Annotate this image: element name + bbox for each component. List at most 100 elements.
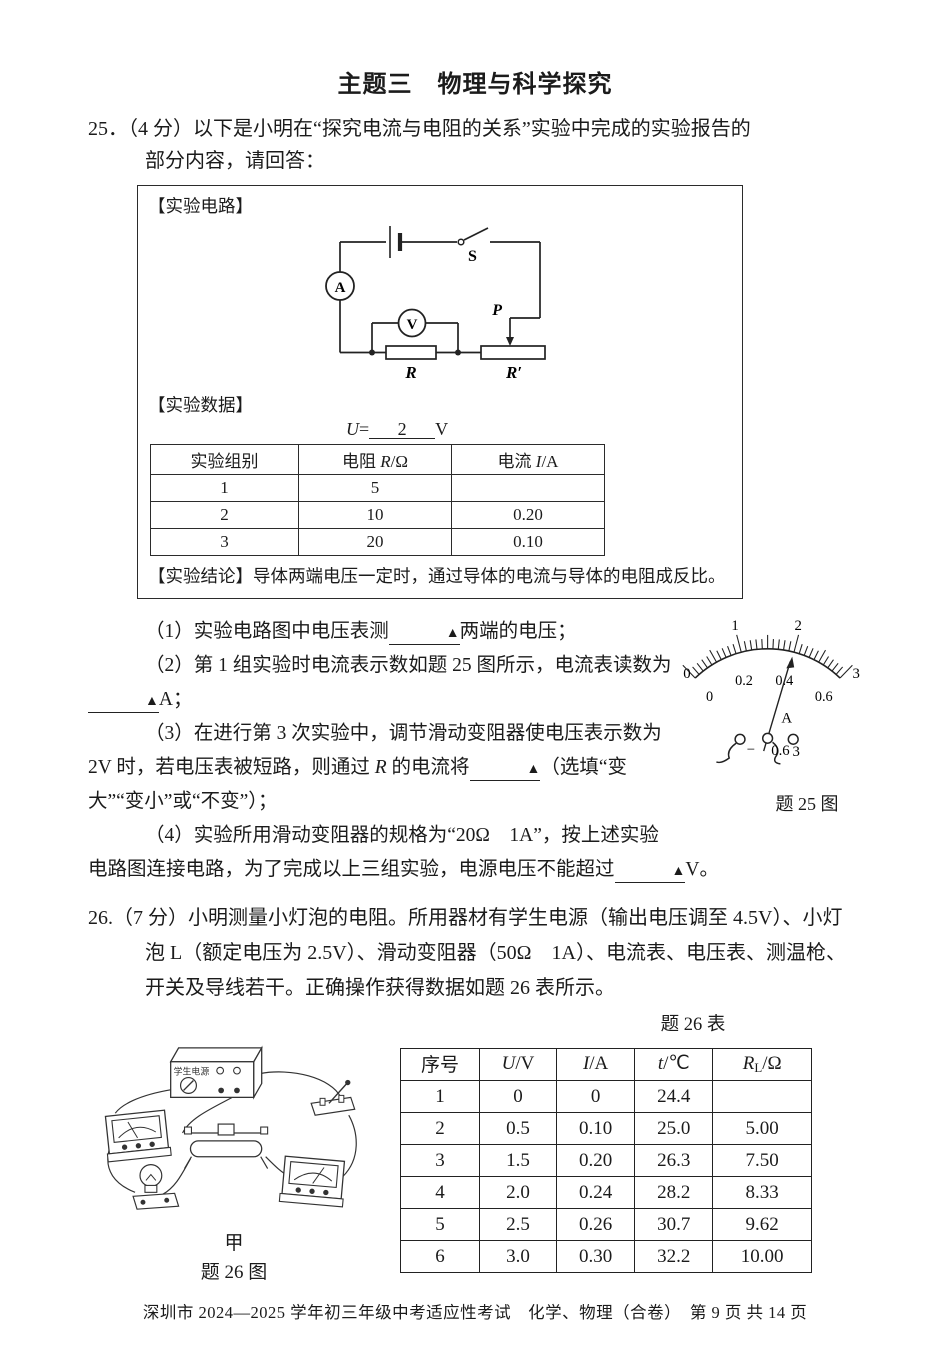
inner-scale-06: 0.6 [815, 689, 833, 705]
table-row: 5 2.5 0.26 30.7 9.62 [400, 1208, 812, 1241]
answer-blank: ▲ [88, 692, 159, 713]
equals-sign: = [359, 419, 370, 439]
cell: 3 [150, 528, 299, 556]
cell: 32.2 [634, 1240, 714, 1273]
voltmeter-icon: V [397, 308, 427, 338]
cell: 8.33 [712, 1176, 812, 1209]
cell: 20 [298, 528, 452, 556]
answer-blank: ▲ [469, 760, 541, 781]
left-meter [104, 1109, 172, 1163]
voltage-blank: 2 [369, 420, 436, 439]
dial-arc [694, 648, 841, 679]
outer-scale-0: 0 [683, 666, 690, 682]
terminals [716, 732, 799, 765]
inner-scale-0: 0 [706, 689, 713, 705]
cell: 0 [556, 1080, 636, 1113]
dial-ticks [682, 634, 853, 679]
cell: 7.50 [712, 1144, 812, 1177]
question-26-text: 26.（7 分）小明测量小灯泡的电阻。所用器材有学生电源（输出电压调至 4.5V… [88, 907, 846, 999]
resistor-label: R [404, 363, 416, 382]
cell: 2 [400, 1112, 480, 1145]
circuit-wires [339, 241, 541, 354]
ammeter-dial-figure: 0 1 2 3 0 0.2 0.4 0.6 A [678, 615, 936, 821]
circuit-diagram: A V S [188, 220, 732, 393]
figure-25-caption: 题 25 图 [775, 794, 839, 814]
resistor-icon [385, 345, 437, 360]
experiment-data-table: 实验组别 电阻 R/Ω 电流 I/A 1 5 2 10 0.20 3 20 [150, 444, 605, 556]
col-header: U/V [478, 1048, 558, 1081]
circuit-section-label: 【实验电路】 [148, 196, 253, 216]
cell: 9.62 [712, 1208, 812, 1241]
cell: 0.26 [556, 1208, 636, 1241]
part-3: （3）在进行第 3 次实验中，调节滑动变阻器使电压表示数为 2V 时，若电压表被… [88, 723, 662, 812]
cell: 4 [400, 1176, 480, 1209]
cell: 10.00 [712, 1240, 812, 1273]
question-25-intro: 25．（4 分）以下是小明在“探究电流与电阻的关系”实验中完成的实验报告的 部分… [88, 113, 862, 177]
cell: 5 [400, 1208, 480, 1241]
table-header-row: 序号 U/V I/A t/℃ RL/Ω [400, 1048, 812, 1081]
circuit-diagram-svg: A V S [325, 226, 546, 382]
question-26-figure-row: 学生电源 [88, 1038, 862, 1287]
figure-26-caption: 题 26 图 [200, 1262, 268, 1283]
power-supply-label: 学生电源 [174, 1066, 210, 1077]
apparatus-figure: 学生电源 [88, 1038, 380, 1287]
table-row: 1 0 0 24.4 [400, 1080, 812, 1113]
table-row: 1 5 [150, 474, 605, 502]
part-1: （1）实验电路图中电压表测▲两端的电压； [88, 615, 862, 649]
page-footer: 深圳市 2024—2025 学年初三年级中考适应性考试 化学、物理（合卷） 第 … [142, 1303, 808, 1322]
resistor-symbol: R [374, 757, 387, 778]
cell [712, 1080, 812, 1113]
terminal-06-label: 0.6 [771, 743, 789, 759]
q25-intro-line2: 部分内容，请回答： [145, 150, 325, 172]
battery-icon [389, 226, 403, 258]
rheostat [183, 1123, 269, 1169]
cell: 0.24 [556, 1176, 636, 1209]
table-header-row: 实验组别 电阻 R/Ω 电流 I/A [150, 444, 605, 475]
terminal-3-label: 3 [792, 744, 799, 760]
cell: 1 [150, 474, 299, 502]
data-section-label: 【实验数据】 [148, 395, 253, 415]
cell: 0 [478, 1080, 558, 1113]
right-meter [278, 1155, 346, 1208]
terminal-minus-label: − [747, 742, 755, 758]
cell: 3.0 [478, 1240, 558, 1273]
cell: 1.5 [478, 1144, 558, 1177]
question-25-parts: 0 1 2 3 0 0.2 0.4 0.6 A [88, 615, 862, 887]
col-header: 序号 [400, 1048, 480, 1081]
switch-label: S [468, 248, 477, 265]
voltage-symbol: U [346, 419, 359, 439]
rheostat-label: R′ [505, 363, 522, 382]
cell: 5.00 [712, 1112, 812, 1145]
cell: 0.20 [451, 501, 605, 529]
cell: 6 [400, 1240, 480, 1273]
cell: 28.2 [634, 1176, 714, 1209]
table-row: 2 10 0.20 [150, 501, 605, 529]
cell: 0.10 [556, 1112, 636, 1145]
q25-intro-line1: 25．（4 分）以下是小明在“探究电流与电阻的关系”实验中完成的实验报告的 [88, 118, 751, 140]
measurement-table: 序号 U/V I/A t/℃ RL/Ω 1 0 0 24.4 2 0.5 0.1… [400, 1048, 812, 1273]
table-row: 3 20 0.10 [150, 528, 605, 556]
cell: 0.20 [556, 1144, 636, 1177]
cell: 5 [298, 474, 452, 502]
meter-letter: A [781, 711, 792, 727]
col-header: RL/Ω [712, 1048, 812, 1081]
cell: 26.3 [634, 1144, 714, 1177]
power-supply: 学生电源 [169, 1045, 263, 1100]
switch-icon [457, 227, 489, 246]
cell: 1 [400, 1080, 480, 1113]
cell: 2 [150, 501, 299, 529]
col-header: t/℃ [634, 1048, 714, 1081]
experiment-report-box: 【实验电路】 [137, 185, 743, 599]
cell: 10 [298, 501, 452, 529]
cell: 24.4 [634, 1080, 714, 1113]
ammeter-dial-svg: 0 1 2 3 0 0.2 0.4 0.6 A [682, 618, 860, 765]
cell: 3 [400, 1144, 480, 1177]
slider-label: P [491, 302, 502, 319]
cell: 25.0 [634, 1112, 714, 1145]
table-row: 4 2.0 0.24 28.2 8.33 [400, 1176, 812, 1209]
col-header: 电流 I/A [451, 444, 605, 475]
cell: 0.10 [451, 528, 605, 556]
apparatus-sketch-svg: 学生电源 [104, 1045, 357, 1210]
